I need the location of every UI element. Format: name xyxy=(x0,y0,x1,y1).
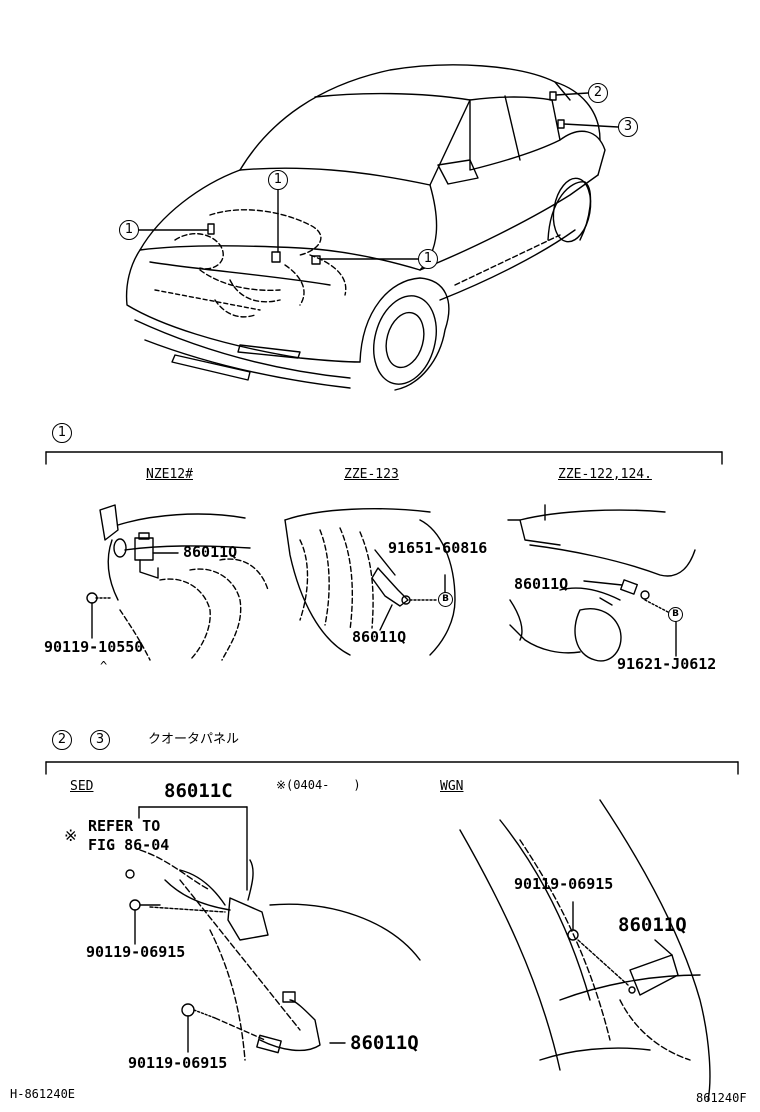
section1-bracket xyxy=(45,451,723,465)
wgn-quarter-panel-figure xyxy=(459,799,711,1101)
callout-1-top: 1 xyxy=(268,170,288,190)
sed-label: SED xyxy=(70,779,94,794)
bolt-marker-b-zze123: B xyxy=(438,592,453,607)
variant-label-nze12: NZE12# xyxy=(146,467,193,482)
part-zze123-sensor: 86011Q xyxy=(352,628,407,646)
section3-marker: 3 xyxy=(90,730,110,750)
section23-bracket xyxy=(45,761,739,775)
callout-3: 3 xyxy=(618,117,638,137)
variant-label-zze123: ZZE-123 xyxy=(344,467,399,482)
part-sed-bolt-1: 90119-06915 xyxy=(86,943,186,961)
bolt-marker-b-zze122: B xyxy=(668,607,683,622)
refer-line-1: REFER TO xyxy=(88,817,161,835)
wgn-label: WGN xyxy=(440,779,464,794)
part-wgn-bolt: 90119-06915 xyxy=(514,875,614,893)
variant-label-zze122-124: ZZE-122,124. xyxy=(558,467,652,482)
part-sed-lower: 86011Q xyxy=(350,1032,419,1054)
nze-engine-figure xyxy=(86,504,269,661)
callout-2: 2 xyxy=(588,83,608,103)
part-zze122-clamp: 91621-J0612 xyxy=(617,655,717,673)
part-nze-sensor: 86011Q xyxy=(183,543,238,561)
section2-marker: 2 xyxy=(52,730,72,750)
part-nze-bolt: 90119-10550 xyxy=(44,638,144,656)
refer-line-2: FIG 86-04 xyxy=(88,836,170,854)
footer-right-code: 861240F xyxy=(696,1091,747,1105)
part-wgn-sensor: 86011Q xyxy=(618,914,687,936)
car-illustration xyxy=(125,64,619,391)
nze-tick-mark: ^ xyxy=(100,659,108,673)
refer-mark: ※ xyxy=(64,826,78,845)
part-zze122-sensor: 86011Q xyxy=(514,575,569,593)
part-sed-upper: 86011C xyxy=(164,780,233,802)
section23-title: クオータパネル xyxy=(148,732,240,747)
period-note: ※(0404- ) xyxy=(276,778,361,792)
part-sed-bolt-2: 90119-06915 xyxy=(128,1054,228,1072)
sed-quarter-panel-figure xyxy=(125,806,421,1061)
section1-marker: 1 xyxy=(52,423,72,443)
footer-left-code: H-861240E xyxy=(10,1087,76,1101)
part-zze123-clamp: 91651-60816 xyxy=(388,539,488,557)
callout-1-right: 1 xyxy=(418,249,438,269)
zze123-engine-figure xyxy=(284,508,456,656)
zze122-engine-figure xyxy=(507,504,696,662)
callout-1-left: 1 xyxy=(119,220,139,240)
